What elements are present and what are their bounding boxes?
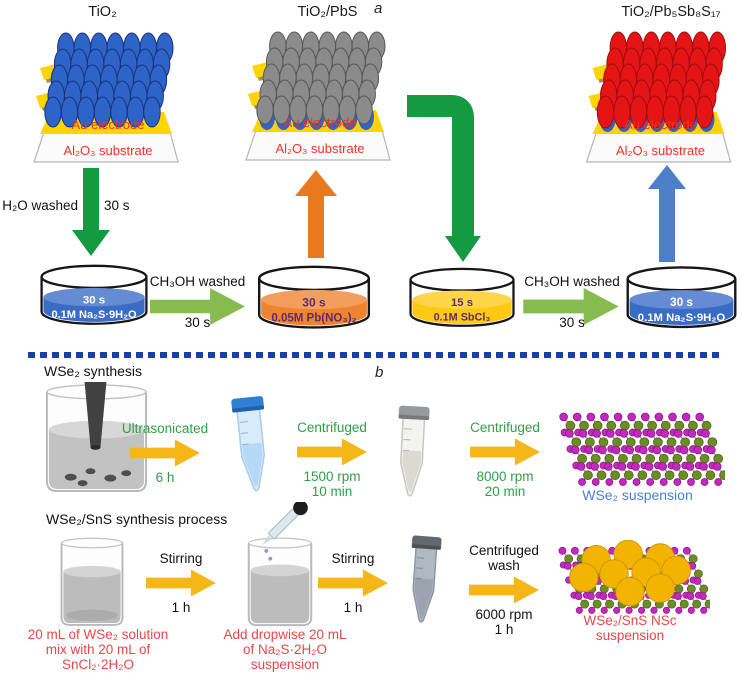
yellow-right-arrow-icon	[469, 576, 539, 604]
step-time2: 1 h	[494, 622, 514, 638]
row1-title: WSe₂ synthesis	[44, 363, 143, 379]
centrifuge-tube-blue	[231, 396, 266, 492]
tio2-pbs-nanorod-array-graphic: Au electrode Al₂O₃ substrate	[245, 31, 391, 161]
step-time1: 6000 rpm	[475, 607, 533, 623]
ch3oh-washed-left-time: 30 s	[184, 315, 211, 330]
step-label: Ultrasonicated	[121, 421, 209, 436]
caption-wse2-solution: 20 mL of WSe₂ solution mix with 20 mL of…	[18, 627, 178, 672]
step-label: Centrifuged	[470, 420, 540, 435]
ch3oh-washed-left-label: CH₃OH washed	[149, 274, 246, 289]
orange-up-arrow-icon	[295, 170, 337, 258]
nanorod-layer	[596, 31, 727, 132]
yellow-right-arrow-icon	[318, 569, 388, 597]
step-centrifuged-wash: Centrifuged wash 6000 rpm 1 h	[452, 543, 556, 637]
array-title-tio2-pbsbs: TiO₂/Pb₅Sb₈S₁₇	[621, 4, 721, 20]
green-elbow-arrow-icon	[407, 95, 481, 262]
dish-solution-label: 0.1M Na₂S·9H₂O	[51, 309, 137, 321]
caption-na2s-dropwise: Add dropwise 20 mL of Na₂S·2H₂O suspensi…	[205, 627, 365, 672]
step-time1: 8000 rpm	[476, 469, 534, 485]
dish-solution-label: 0.05M Pb(NO₃)₂	[271, 313, 356, 325]
dropper-icon	[262, 502, 308, 561]
ch3oh-washed-right-label: CH₃OH washed	[524, 274, 620, 289]
result-line: WSe₂/SnS NSc	[583, 613, 677, 628]
green-right-arrow-icon	[150, 288, 245, 325]
step-label: Centrifuged	[297, 420, 367, 435]
caption-line: mix with 20 mL of	[45, 642, 151, 658]
step-centrifuged-8000: Centrifuged 8000 rpm 20 min	[455, 420, 555, 499]
tio2-pbsbs-nanorod-array-graphic: Au electrode Al₂O₃ substrate	[585, 31, 732, 163]
centrifuge-tube-gray	[411, 535, 442, 623]
step-stirring-2: Stirring 1 h	[305, 551, 401, 615]
dish-time-label: 30 s	[670, 296, 693, 309]
substrate-label: Al₂O₃ substrate	[616, 143, 705, 158]
au-electrode-label: Au electrode	[72, 117, 145, 132]
step-label: Stirring	[331, 551, 375, 566]
centrifuge-tube-white	[398, 405, 430, 497]
h2o-washed-label: H₂O washed	[2, 198, 78, 213]
dish-solution-label: 0.1M Na₂S·9H₂O	[638, 312, 726, 324]
substrate-label: Al₂O₃ substrate	[275, 141, 364, 156]
caption-line: of Na₂S·2H₂O	[242, 642, 327, 658]
wse2-suspension-label: WSe₂ suspension	[582, 487, 693, 503]
step-time2: 10 min	[311, 484, 353, 500]
yellow-right-arrow-icon	[470, 438, 540, 466]
dish-time-label: 30 s	[83, 295, 105, 307]
caption-line: Add dropwise 20 mL	[223, 627, 347, 642]
wse2-lattice-graphic	[559, 412, 725, 486]
green-right-arrow-icon	[523, 288, 619, 325]
step-time2: 20 min	[484, 484, 526, 500]
dish-na2s-2: 30 s 0.1M Na₂S·9H₂O	[626, 266, 737, 329]
panel-b-label: b	[375, 364, 384, 381]
dish-time-label: 15 s	[451, 297, 473, 309]
ultrasonic-probe-icon	[84, 382, 107, 448]
step-stirring-1: Stirring 1 h	[133, 551, 229, 615]
dish-solution-label: 0.1M SbCl₃	[434, 311, 491, 323]
dish-pbno3: 30 s 0.05M Pb(NO₃)₂	[257, 265, 371, 329]
au-electrode-label: Au electrode	[284, 115, 357, 130]
step-centrifuged-1500: Centrifuged 1500 rpm 10 min	[282, 420, 382, 499]
caption-line: suspension	[250, 657, 320, 673]
green-down-arrow-icon	[72, 168, 110, 256]
substrate-label: Al₂O₃ substrate	[63, 143, 152, 158]
array-title-tio2: TiO₂	[88, 4, 117, 20]
caption-line: SnCl₂·2H₂O	[62, 657, 134, 673]
yellow-right-arrow-icon	[146, 569, 216, 597]
step-time: 1 h	[343, 600, 363, 616]
nanorod-layer	[44, 32, 174, 128]
blue-up-arrow-icon	[648, 165, 686, 262]
step-time: 6 h	[155, 470, 175, 486]
row2-title: WSe₂/SnS synthesis process	[46, 511, 228, 527]
wse2-sns-lattice-graphic	[558, 540, 710, 614]
sonication-beaker	[45, 382, 148, 493]
result-line: suspension	[595, 628, 665, 644]
yellow-right-arrow-icon	[130, 439, 200, 467]
dish-time-label: 30 s	[302, 295, 326, 309]
dish-na2s-1: 30 s 0.1M Na₂S·9H₂O	[40, 264, 148, 325]
step-time: 1 h	[171, 600, 191, 616]
au-electrode-label: Au electrode	[624, 117, 697, 132]
mix-beaker	[60, 537, 124, 626]
dropwise-beaker	[247, 502, 313, 627]
step-time1: 1500 rpm	[303, 469, 361, 485]
caption-line: 20 mL of WSe₂ solution	[27, 627, 169, 642]
step-label: Centrifuged wash	[469, 543, 539, 574]
array-title-tio2-pbs: TiO₂/PbS	[297, 4, 358, 20]
step-label: Stirring	[159, 551, 203, 566]
dish-sbcl3: 15 s 0.1M SbCl₃	[409, 267, 515, 327]
dotted-separator	[28, 352, 720, 358]
step-ultrasonicated: Ultrasonicated 6 h	[113, 421, 217, 485]
panel-a-label: a	[374, 0, 383, 17]
tio2-nanorod-array-graphic: Au electrode Al₂O₃ substrate	[33, 32, 179, 163]
nanorod-layer	[256, 31, 386, 130]
h2o-washed-time: 30 s	[104, 198, 130, 213]
yellow-right-arrow-icon	[297, 438, 367, 466]
wse2-sns-suspension-label: WSe₂/SnS NSc suspension	[560, 613, 700, 643]
ch3oh-washed-right-time: 30 s	[559, 315, 585, 330]
